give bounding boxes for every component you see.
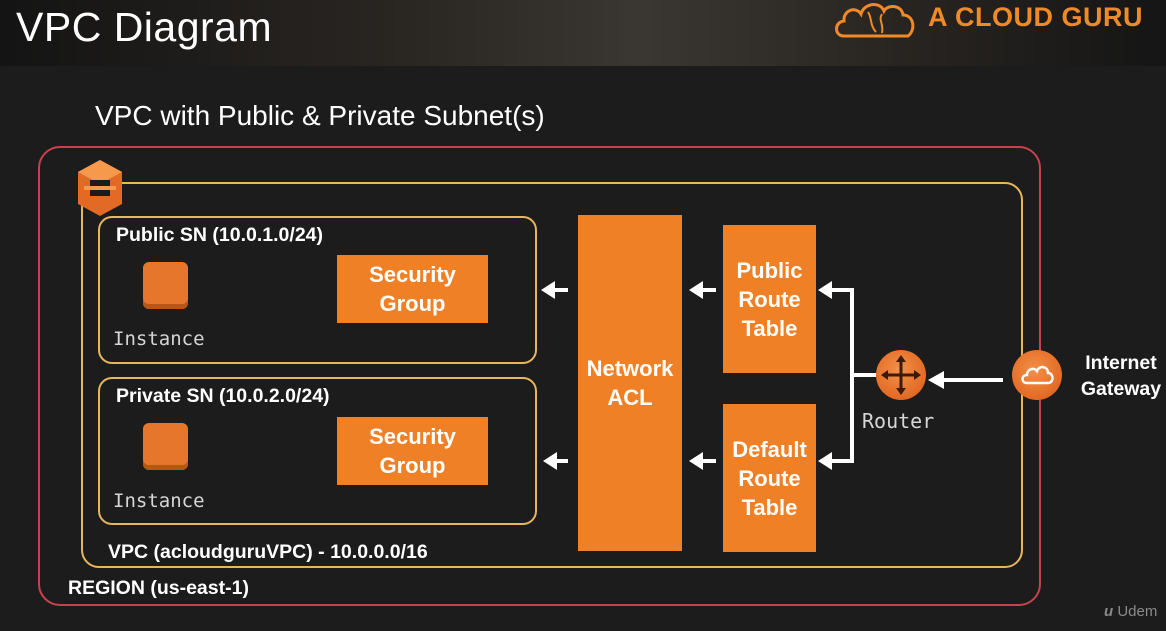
private-subnet-label: Private SN (10.0.2.0/24): [116, 385, 330, 407]
vpc-icon: [78, 160, 122, 216]
router-arrows-icon: [881, 355, 921, 395]
diagram-subtitle: VPC with Public & Private Subnet(s): [95, 100, 545, 131]
network-acl: Network ACL: [578, 215, 682, 551]
arrow-to-acl-bottom: [689, 452, 703, 470]
udemy-watermark-text: Udem: [1117, 603, 1158, 620]
public-subnet-label: Public SN (10.0.1.0/24): [116, 224, 324, 246]
private-instance-label: Instance: [113, 490, 205, 512]
vpc-label: VPC (acloudguruVPC) - 10.0.0.0/16: [108, 541, 428, 563]
udemy-watermark: u Udem: [1104, 603, 1157, 620]
public-security-group: Security Group: [337, 255, 488, 323]
public-instance-icon: [143, 262, 188, 309]
network-acl-label: Network ACL: [586, 356, 674, 410]
cloud-logo-icon: [835, 3, 915, 38]
private-subnet-box: [98, 377, 537, 525]
default-route-table-label: Default Route Table: [732, 436, 807, 520]
internet-gateway-icon: [1012, 350, 1062, 400]
arrow-to-private-subnet: [543, 452, 557, 470]
public-subnet-box: [98, 216, 537, 364]
public-route-table: Public Route Table: [723, 225, 816, 373]
arrow-to-public-subnet: [541, 281, 555, 299]
internet-gateway-label: Internet Gateway: [1080, 352, 1162, 400]
public-security-group-label: Security Group: [369, 262, 456, 316]
cloud-icon: [1021, 365, 1054, 385]
slide-title: VPC Diagram: [16, 4, 273, 50]
arrow-to-router: [928, 371, 944, 389]
slide-header: [0, 0, 1166, 66]
brand-name: A CLOUD GURU: [928, 2, 1143, 32]
default-route-table: Default Route Table: [723, 404, 816, 552]
arrow-to-public-route-table: [818, 281, 832, 299]
public-instance-label: Instance: [113, 328, 205, 350]
udemy-u-icon: u: [1104, 603, 1114, 620]
arrow-to-acl-top: [689, 281, 703, 299]
public-route-table-label: Public Route Table: [736, 257, 803, 341]
arrow-to-default-route-table: [818, 452, 832, 470]
private-instance-icon: [143, 423, 188, 470]
router-icon: [876, 350, 926, 400]
router-label: Router: [862, 409, 935, 433]
private-security-group: Security Group: [337, 417, 488, 485]
private-security-group-label: Security Group: [369, 424, 456, 478]
region-label: REGION (us-east-1): [68, 577, 249, 599]
brand-logo: A CLOUD GURU: [832, 0, 1162, 42]
